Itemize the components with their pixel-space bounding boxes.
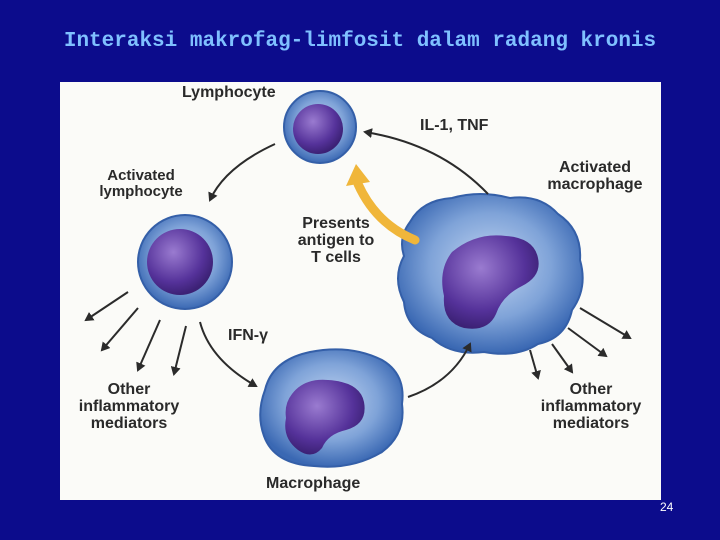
label-other-left-line1: Other [107, 381, 151, 398]
label-other-left-line3: mediators [90, 414, 168, 432]
label-other-mediators-left: Other inflammatory mediators [64, 381, 194, 432]
antigen-presentation-arrow [353, 179, 420, 245]
label-activated-lymphocyte-line2: lymphocyte [99, 182, 183, 200]
label-presents-line2: antigen to [297, 231, 375, 249]
label-presents-line1: Presents [302, 215, 370, 232]
label-other-right-line2: inflammatory [540, 397, 642, 415]
macrophage-cell [259, 348, 404, 468]
label-other-right-line1: Other [569, 381, 613, 398]
page-number: 24 [660, 500, 674, 514]
diagram-canvas [84, 90, 632, 468]
left-mediator-arrows [84, 291, 187, 376]
slide-title: Interaksi makrofag-limfosit dalam radang… [63, 30, 657, 53]
arrow-activated-to-macrophage [199, 321, 258, 387]
arrow-macrophage-to-activated-macrophage [407, 342, 472, 398]
label-presents-line3: T cells [311, 248, 361, 266]
label-activated-lymphocyte-line1: Activated [107, 167, 175, 184]
label-presents-antigen: Presents antigen to T cells [286, 215, 386, 266]
label-macrophage: Macrophage [266, 475, 361, 492]
arrow-lymphocyte-to-activated [208, 143, 276, 202]
label-il1-tnf: IL-1, TNF [420, 117, 489, 134]
lymphocyte-cell [283, 90, 357, 164]
label-activated-macrophage: Activated macrophage [530, 159, 660, 194]
label-other-mediators-right: Other inflammatory mediators [526, 381, 656, 432]
label-activated-macrophage-line1: Activated [558, 159, 632, 176]
label-other-left-line2: inflammatory [78, 397, 180, 415]
right-mediator-arrows [529, 307, 632, 380]
activated-lymphocyte-cell [137, 214, 233, 310]
label-lymphocyte: Lymphocyte [182, 84, 276, 101]
arrow-activated-macrophage-to-lymphocyte [363, 128, 489, 195]
label-activated-macrophage-line2: macrophage [547, 175, 643, 193]
label-other-right-line3: mediators [552, 414, 630, 432]
label-ifn-gamma: IFN-γ [228, 327, 268, 344]
label-activated-lymphocyte: Activated lymphocyte [86, 168, 196, 200]
activated-macrophage-cell [397, 193, 584, 355]
diagram-figure: Lymphocyte IL-1, TNF Activated lymphocyt… [60, 82, 661, 500]
